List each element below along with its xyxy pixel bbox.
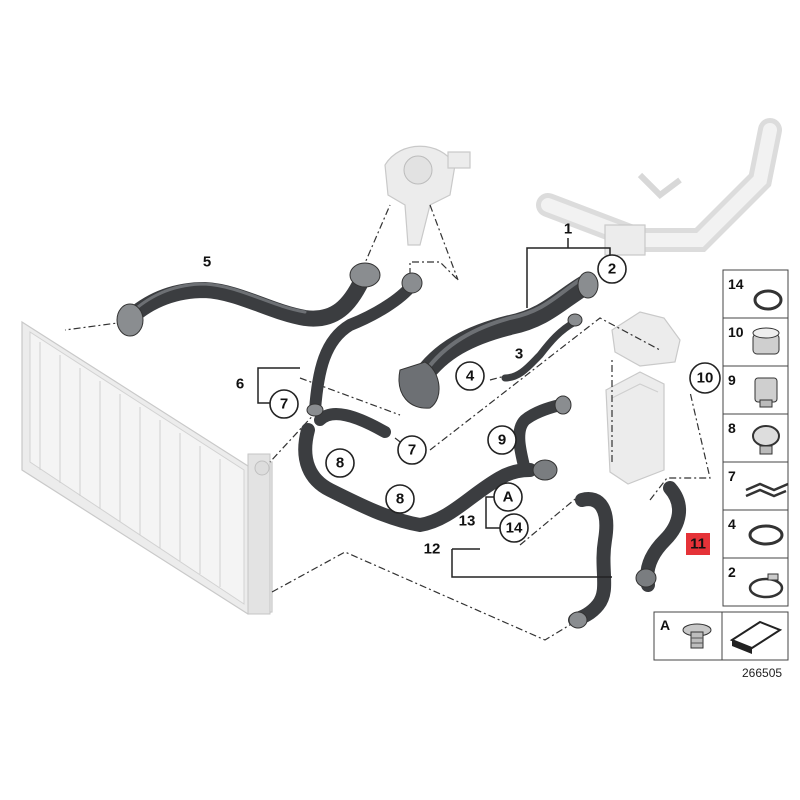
radiator — [21, 320, 273, 615]
callout-5: 5 — [203, 254, 211, 271]
quick-coupling-icon — [752, 327, 780, 355]
legend-item-14: 14 — [728, 276, 783, 311]
legend-item-2: 2 — [728, 564, 784, 599]
svg-text:7: 7 — [408, 442, 416, 459]
bracket-6 — [257, 367, 300, 404]
svg-text:14: 14 — [728, 276, 744, 292]
legend-item-4: 4 — [728, 516, 784, 546]
svg-text:1: 1 — [564, 221, 572, 238]
svg-text:14: 14 — [506, 520, 523, 537]
reference-number: 266505 — [742, 666, 782, 680]
direction-arrow-icon — [729, 620, 783, 654]
svg-text:12: 12 — [424, 541, 441, 558]
svg-text:10: 10 — [728, 324, 744, 340]
band-clamp-icon — [748, 524, 784, 546]
spring-clip-icon — [745, 482, 789, 498]
hose-11 — [635, 481, 687, 592]
hose-clamp-icon — [752, 425, 780, 455]
callout-12: 12 — [424, 541, 441, 558]
expansion-tank — [605, 371, 665, 485]
hose-6 — [306, 272, 423, 438]
svg-text:8: 8 — [336, 455, 344, 472]
legend-item-10: 10 — [728, 324, 780, 355]
parts-legend: 14 10 9 8 7 4 2 — [722, 269, 789, 607]
callout-1: 1 — [564, 221, 572, 238]
bracket-12 — [451, 548, 612, 578]
bottom-legend: A — [653, 611, 789, 661]
svg-text:7: 7 — [280, 396, 288, 413]
svg-text:4: 4 — [466, 368, 475, 385]
svg-text:A: A — [503, 489, 514, 506]
callout-10: 10 — [689, 362, 721, 394]
hose-1 — [398, 271, 599, 409]
bleed-screw-icon — [682, 623, 712, 649]
callout-3: 3 — [515, 346, 523, 363]
callout-6: 6 — [236, 376, 244, 393]
svg-text:13: 13 — [459, 513, 476, 530]
callout-2: 2 — [597, 254, 627, 284]
engine-pipe — [536, 118, 782, 256]
callout-A: A — [493, 482, 523, 512]
svg-text:A: A — [660, 617, 670, 633]
callout-8b: 8 — [385, 484, 415, 514]
leader-lines — [64, 204, 711, 641]
svg-text:6: 6 — [236, 376, 244, 393]
callout-13: 13 — [459, 513, 476, 530]
callout-14: 14 — [499, 513, 529, 543]
hose-12 — [568, 492, 614, 629]
svg-text:2: 2 — [608, 261, 616, 278]
callout-9: 9 — [487, 425, 517, 455]
svg-text:10: 10 — [697, 370, 714, 387]
callout-8a: 8 — [325, 448, 355, 478]
callout-4: 4 — [455, 361, 485, 391]
callout-7a: 7 — [269, 389, 299, 419]
wire-clamp-icon — [748, 573, 784, 599]
thermostat-housing — [384, 145, 471, 246]
svg-text:9: 9 — [728, 372, 736, 388]
legend-item-8: 8 — [728, 420, 780, 455]
svg-text:8: 8 — [728, 420, 736, 436]
bracket-13 — [485, 496, 500, 529]
hose-8 — [298, 423, 537, 532]
o-ring-icon — [753, 289, 783, 311]
hose-5 — [116, 262, 381, 337]
callout-7b: 7 — [397, 435, 427, 465]
callout-11: 11 — [686, 533, 710, 555]
svg-text:5: 5 — [203, 254, 211, 271]
svg-text:7: 7 — [728, 468, 736, 484]
hose-9 — [513, 395, 572, 481]
svg-text:11: 11 — [690, 536, 706, 553]
svg-text:9: 9 — [498, 432, 506, 449]
hose-3 — [501, 313, 583, 382]
legend-item-7: 7 — [728, 468, 789, 498]
svg-text:8: 8 — [396, 491, 404, 508]
legend-item-9: 9 — [728, 372, 778, 408]
clip-coupling-icon — [754, 377, 778, 408]
svg-text:2: 2 — [728, 564, 736, 580]
svg-text:4: 4 — [728, 516, 736, 532]
svg-text:3: 3 — [515, 346, 523, 363]
mounting-bracket — [611, 311, 681, 367]
